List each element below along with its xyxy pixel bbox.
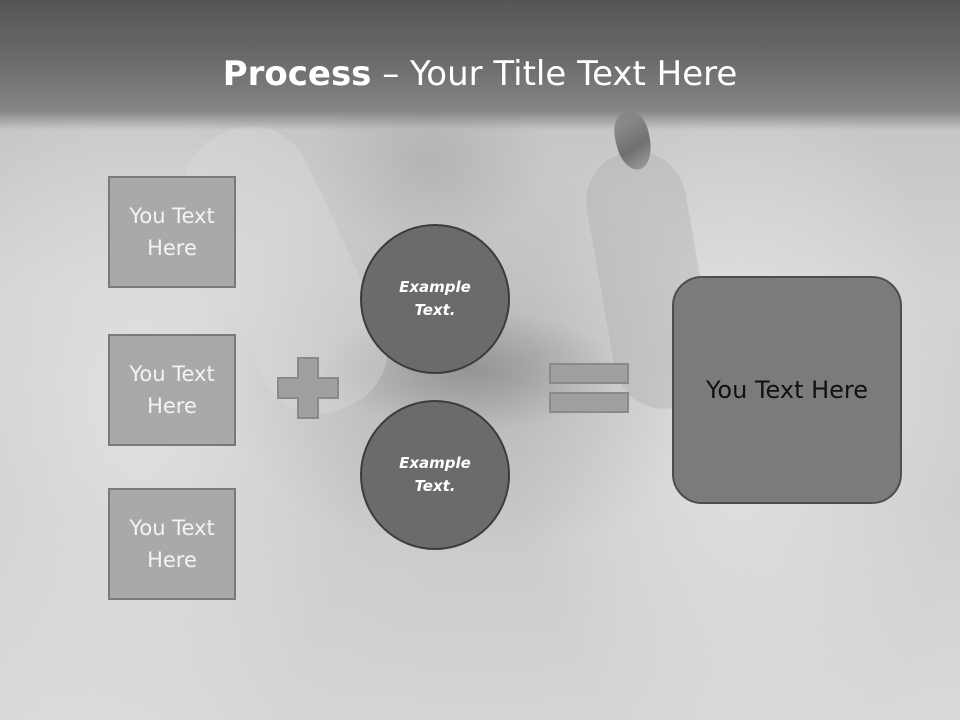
text-box-label: You Text Here [129, 362, 215, 418]
result-box[interactable]: You Text Here [672, 276, 902, 504]
title-bar: Process – Your Title Text Here [0, 0, 960, 130]
text-box-label: You Text Here [129, 204, 215, 260]
slide-title[interactable]: Process – Your Title Text Here [0, 52, 960, 96]
circle-label: Example Text. [399, 278, 471, 319]
result-label: You Text Here [705, 376, 869, 404]
text-box-3[interactable]: You Text Here [108, 488, 236, 600]
example-circle-2[interactable]: Example Text. [360, 400, 510, 550]
example-circle-1[interactable]: Example Text. [360, 224, 510, 374]
text-box-1[interactable]: You Text Here [108, 176, 236, 288]
circle-label: Example Text. [399, 454, 471, 495]
plus-icon [277, 357, 339, 419]
equals-icon [549, 363, 629, 413]
title-bold-part: Process [222, 54, 372, 94]
title-rest-part: – Your Title Text Here [371, 54, 738, 94]
text-box-label: You Text Here [129, 516, 215, 572]
text-box-2[interactable]: You Text Here [108, 334, 236, 446]
